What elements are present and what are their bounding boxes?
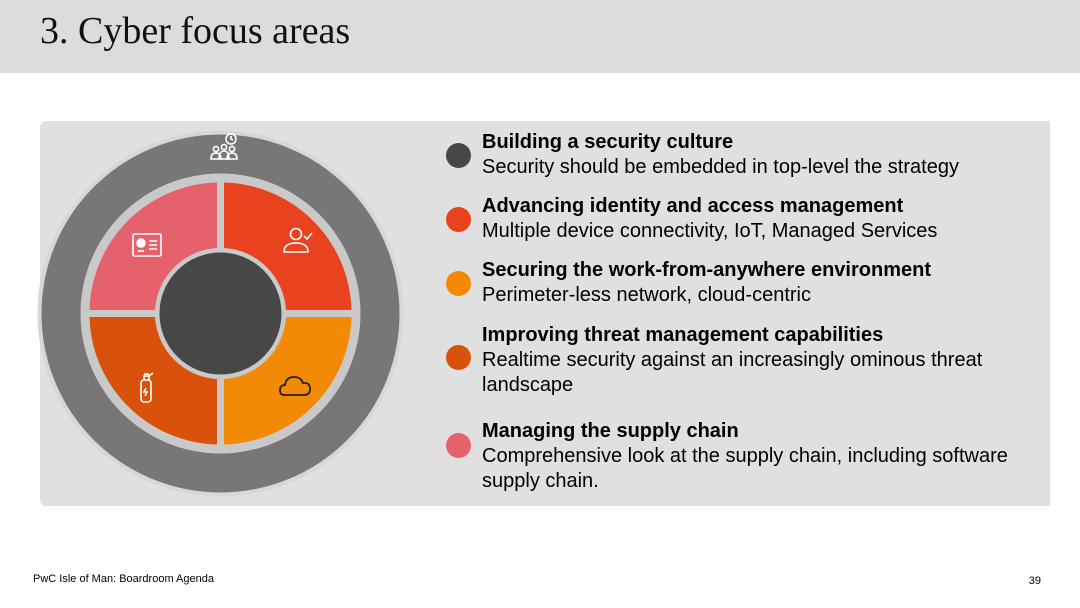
focus-area-title: Managing the supply chain	[482, 420, 739, 442]
list-item: Managing the supply chain Comprehensive …	[446, 419, 1050, 494]
title-bar: 3. Cyber focus areas	[0, 0, 1080, 73]
legend-dot-threat-management	[446, 345, 471, 370]
focus-area-title: Improving threat management capabilities	[482, 324, 884, 346]
segment-threat-management	[89, 317, 217, 445]
list-item: Advancing identity and access management…	[446, 194, 1050, 244]
list-item: Securing the work-from-anywhere environm…	[446, 258, 1050, 308]
center-circle	[155, 248, 286, 379]
legend-dot-work-from-anywhere	[446, 271, 471, 296]
focus-area-title: Building a security culture	[482, 131, 734, 153]
people-meeting-icon	[210, 133, 238, 160]
focus-area-description: Comprehensive look at the supply chain, …	[482, 445, 1008, 492]
focus-area-description: Perimeter-less network, cloud-centric	[482, 284, 811, 306]
focus-area-title: Securing the work-from-anywhere environm…	[482, 259, 931, 281]
dashboard-report-icon	[132, 233, 162, 257]
segment-identity-access	[224, 182, 352, 310]
focus-area-description: Realtime security against an increasingl…	[482, 349, 983, 396]
list-item: Improving threat management capabilities…	[446, 323, 1050, 398]
footer-source: PwC Isle of Man: Boardroom Agenda	[33, 573, 214, 585]
focus-area-list: Building a security culture Security sho…	[446, 130, 1050, 494]
cloud-icon	[279, 376, 311, 396]
page-title: 3. Cyber focus areas	[40, 10, 351, 52]
page-number: 39	[1028, 575, 1041, 587]
list-item: Building a security culture Security sho…	[446, 130, 1050, 180]
focus-area-title: Advancing identity and access management	[482, 195, 904, 217]
legend-dot-security-culture	[446, 143, 471, 168]
user-check-icon	[283, 227, 313, 253]
segment-work-from-anywhere	[224, 317, 352, 445]
focus-area-description: Security should be embedded in top-level…	[482, 156, 959, 178]
legend-dot-identity-access	[446, 207, 471, 232]
focus-areas-diagram	[37, 130, 404, 497]
segment-supply-chain	[89, 182, 217, 310]
focus-area-description: Multiple device connectivity, IoT, Manag…	[482, 220, 938, 242]
fire-extinguisher-icon	[140, 372, 154, 403]
legend-dot-supply-chain	[446, 433, 471, 458]
